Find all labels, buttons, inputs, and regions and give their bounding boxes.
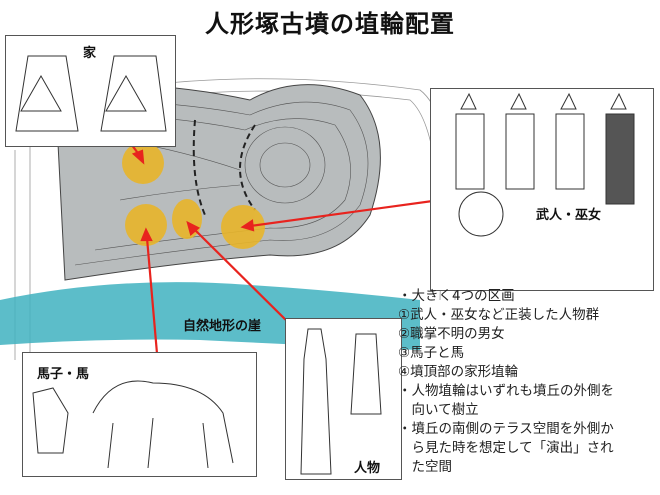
zone-horse: [125, 204, 167, 246]
note-item: ら見た時を想定して「演出」され: [398, 440, 614, 456]
warrior-haniwa-drawing: [455, 92, 635, 237]
person-panel: 人物: [285, 318, 402, 480]
house-label: 家: [83, 46, 97, 61]
horse-groom-panel: 馬子・馬: [22, 352, 257, 477]
note-item: ・大きく4つの区画: [398, 288, 515, 304]
note-item: ②職掌不明の男女: [398, 326, 505, 342]
warrior-label: 武人・巫女: [536, 208, 602, 223]
note-item: ④墳頂部の家形埴輪: [398, 364, 519, 380]
note-item: 向いて樹立: [398, 402, 479, 418]
horse-haniwa-drawing: [32, 380, 234, 469]
house-haniwa-drawing: [15, 55, 167, 132]
horse-label: 馬子・馬: [37, 367, 90, 382]
warrior-shrine-maiden-panel: 武人・巫女: [430, 88, 654, 291]
note-item: ・人物埴輪はいずれも墳丘の外側を: [398, 383, 614, 399]
note-item: た空間: [398, 459, 452, 475]
person-haniwa-drawing: [300, 328, 382, 475]
note-item: ・墳丘の南側のテラス空間を外側か: [398, 421, 614, 437]
notes-list: ・大きく4つの区画 ①武人・巫女など正装した人物群 ②職掌不明の男女 ③馬子と馬…: [398, 287, 658, 477]
mound-contours: [69, 99, 369, 266]
house-haniwa-panel: 家: [5, 35, 176, 147]
note-item: ③馬子と馬: [398, 345, 465, 361]
cliff-label: 自然地形の崖: [183, 319, 262, 334]
note-item: ①武人・巫女など正装した人物群: [398, 307, 600, 323]
person-label: 人物: [354, 461, 381, 476]
page-title: 人形塚古墳の埴輪配置: [205, 10, 455, 38]
